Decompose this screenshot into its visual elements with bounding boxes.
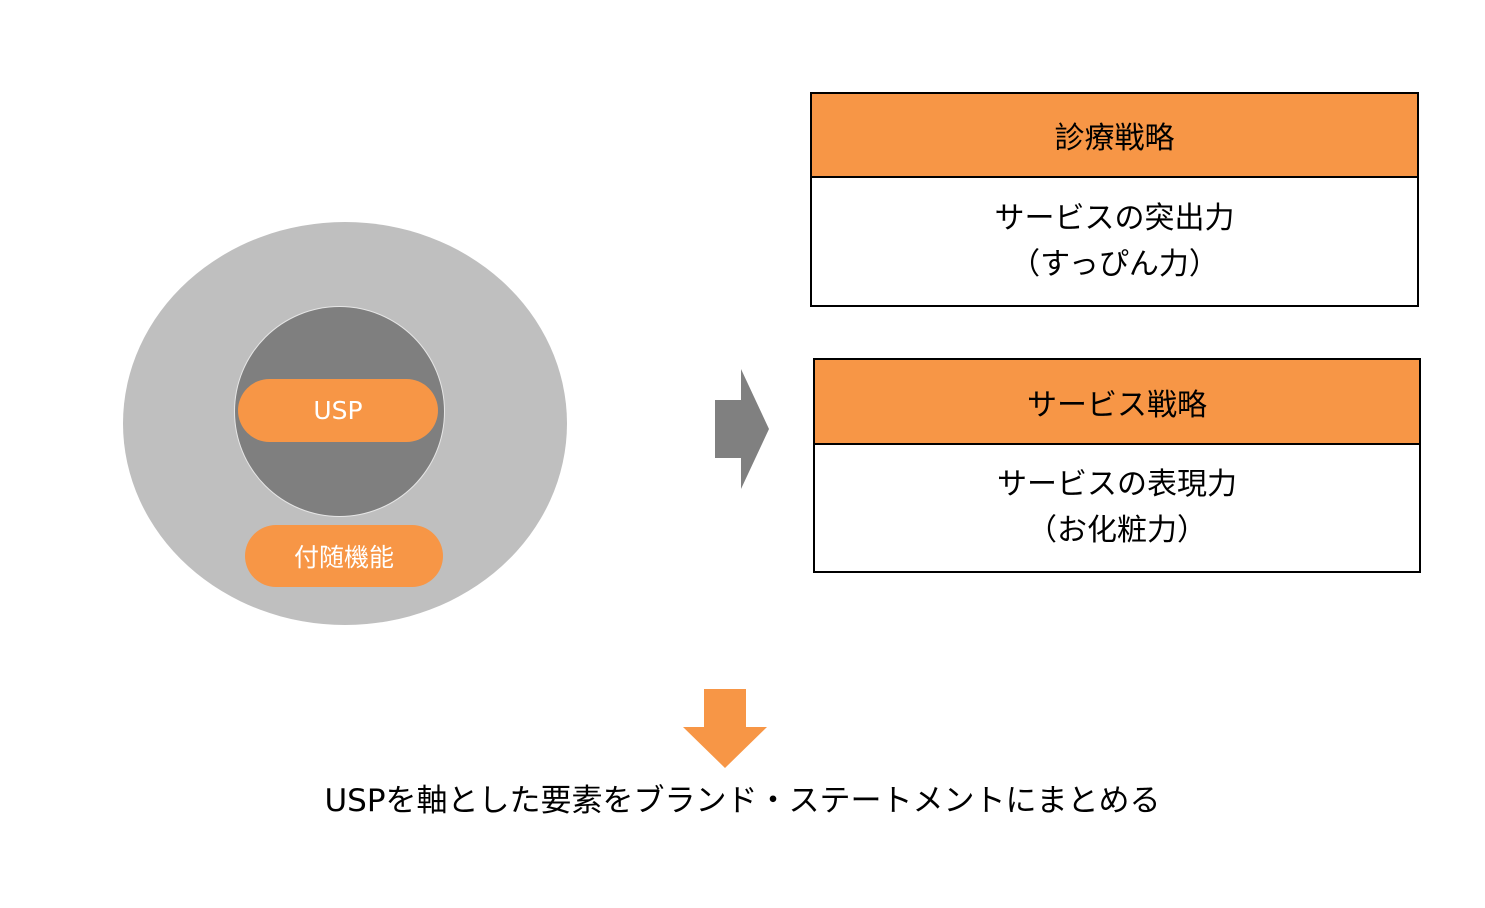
strategy-title: 診療戦略	[1054, 121, 1175, 156]
right-arrow-shape	[715, 369, 769, 489]
down-arrow-icon	[683, 689, 767, 768]
strategy-body: サービスの表現力 （お化粧力）	[815, 445, 1419, 571]
conclusion-text: USPを軸とした要素をブランド・ステートメントにまとめる	[324, 783, 1161, 819]
usp-label: USP	[313, 396, 363, 425]
strategy-header: サービス戦略	[815, 360, 1419, 445]
strategy-box-medical: 診療戦略 サービスの突出力 （すっぴん力）	[810, 92, 1419, 307]
strategy-box-service: サービス戦略 サービスの表現力 （お化粧力）	[813, 358, 1421, 573]
ancillary-feature-pill: 付随機能	[245, 525, 443, 587]
strategy-title: サービス戦略	[1027, 387, 1207, 423]
strategy-description: サービスの表現力	[997, 467, 1237, 502]
down-arrow-shape	[683, 689, 767, 768]
strategy-description-sub: （すっぴん力）	[1010, 246, 1219, 282]
usp-pill: USP	[238, 379, 438, 442]
strategy-description-sub: （お化粧力）	[1027, 513, 1207, 548]
strategy-description: サービスの突出力	[994, 200, 1235, 236]
strategy-header: 診療戦略	[812, 94, 1417, 178]
right-arrow-icon	[715, 369, 769, 489]
ancillary-feature-label: 付随機能	[293, 543, 394, 572]
strategy-body: サービスの突出力 （すっぴん力）	[812, 178, 1417, 305]
